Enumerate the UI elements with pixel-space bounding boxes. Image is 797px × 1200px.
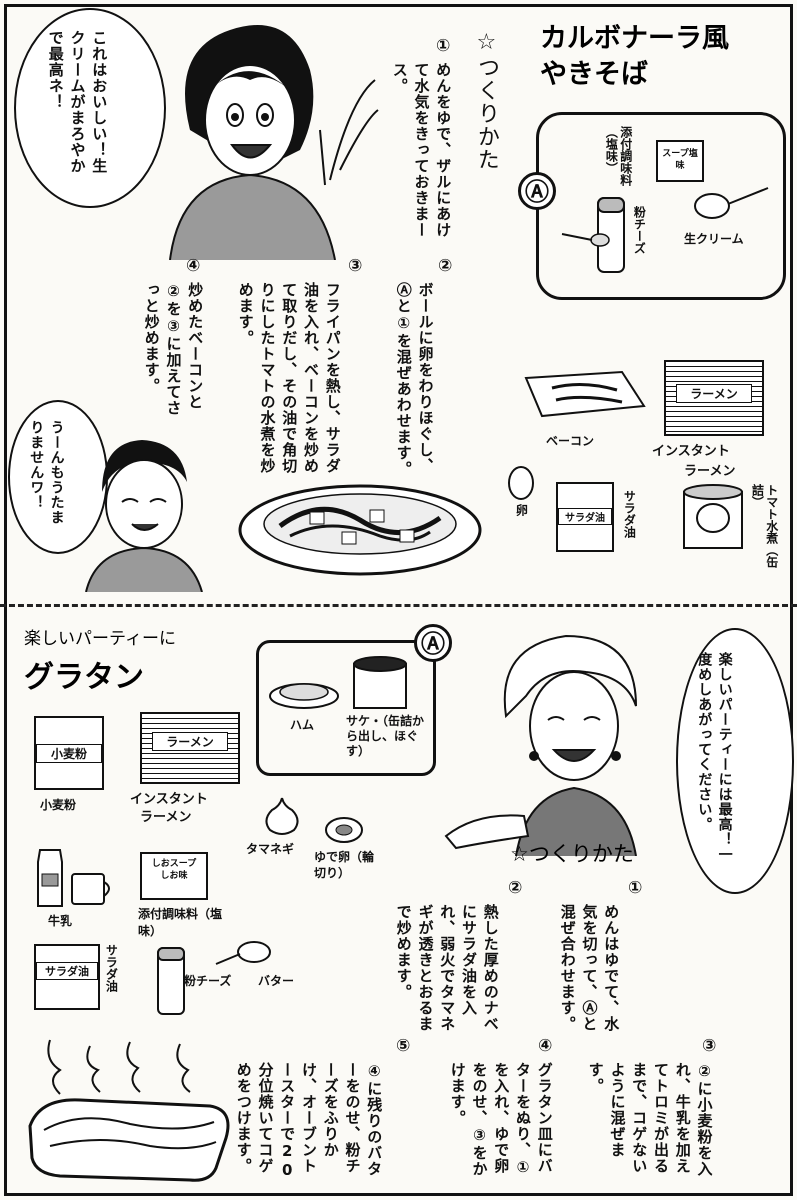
step-number: ② <box>508 878 523 898</box>
salad-oil-can-icon: サラダ油 <box>556 482 614 552</box>
step-text: ボールに卵をわりほぐし、Ⓐと①を混ぜあわせます。 <box>394 282 435 477</box>
salmon-label: サケ・（缶詰から出し、ほぐす） <box>346 714 425 758</box>
a-mark-top: Ⓐ <box>518 172 556 210</box>
speech-bubble-mid-text: うーんもうたまりませんワ！ <box>28 420 65 525</box>
step-text: 熱した厚めのナベにサラダ油を入れ、弱火でタマネギが透きとおるまで炒めます。 <box>394 904 500 1032</box>
instant-ramen-label-bottom-1: インスタント <box>130 792 208 807</box>
flour-can-label: 小麦粉 <box>36 744 102 763</box>
howto-heading-bottom: ☆つくりかた <box>510 842 634 866</box>
soup-packet-label-bottom: しおスープしお味 <box>151 859 197 881</box>
soup-packet-icon-bottom: しおスープしお味 <box>140 852 208 900</box>
step-text: ②に小麦粉を入れ、牛乳を加えてトロミが出るまで、コゲないように混ぜます。 <box>586 1062 714 1177</box>
onion-icon <box>265 797 299 835</box>
soup-packet-label: スープ塩味 <box>662 149 698 171</box>
page-border <box>4 4 793 1196</box>
ham-label: ハム <box>290 718 315 732</box>
woman-illustration-top <box>169 25 379 260</box>
step-number: ① <box>436 36 451 56</box>
butter-label: バター <box>258 974 295 988</box>
boiled-egg-label: ゆで卵（輪切り） <box>314 850 375 880</box>
spoon-icon <box>561 233 610 247</box>
gratin-subtitle: 楽しいパーティーに <box>24 629 176 649</box>
step-number: ③ <box>702 1036 717 1056</box>
flour-label: 小麦粉 <box>40 798 77 812</box>
salad-oil-label: サラダ油 <box>622 490 637 538</box>
woman-illustration-mid <box>85 440 203 592</box>
tomato-label: トマト水煮（缶詰） <box>750 484 779 568</box>
pasta-plate-illustration <box>238 484 482 576</box>
speech-bubble-top: これはおいしい！生クリームがまろやかで最高ネ！ <box>14 8 166 208</box>
milk-bottle-icon <box>37 849 110 907</box>
step-text: グラタン皿にバターをぬり、①を入れ、ゆで卵をのせ、③をかけます。 <box>448 1062 554 1177</box>
egg-label: 卵 <box>514 504 529 516</box>
a-mark-bottom: Ⓐ <box>414 624 452 662</box>
tomato-can-icon <box>683 484 743 549</box>
ramen-pack-icon-bottom: ラーメン <box>140 712 240 784</box>
speech-bubble-text: これはおいしい！生クリームがまろやかで最高ネ！ <box>46 30 109 174</box>
speech-bubble-mid: うーんもうたまりませんワ！ <box>8 400 108 554</box>
gratin-title: グラタン <box>24 660 144 695</box>
instant-ramen-label-bottom-2: ラーメン <box>140 810 192 825</box>
section-divider <box>0 604 797 607</box>
step-text: めんをゆで、ザルにあけて水気をきっておきまース。 <box>390 62 453 238</box>
ramen-pack-label: ラーメン <box>676 384 752 403</box>
woman-illustration-bottom <box>444 634 637 856</box>
salmon-can-icon <box>353 656 407 709</box>
cream-spoon-icon <box>694 187 769 219</box>
bacon-icon <box>524 370 646 418</box>
step-number: ① <box>628 878 643 898</box>
recipe-title-1: カルボナーラ風 <box>540 23 729 54</box>
onion-label: タマネギ <box>246 842 295 856</box>
step-text: フライパンを熱し、サラダ油を入れ、ベーコンを炒めて取りだし、その油で角切りにした… <box>236 282 342 474</box>
salad-oil-can-label-bottom: サラダ油 <box>36 962 98 980</box>
ramen-pack-label-bottom: ラーメン <box>152 732 228 751</box>
milk-label: 牛乳 <box>48 914 73 928</box>
salad-oil-label-bottom: サラダ油 <box>104 944 119 992</box>
cream-label: 生クリーム <box>684 232 744 246</box>
step-number: ④ <box>538 1036 553 1056</box>
soup-packet-icon: スープ塩味 <box>656 140 704 182</box>
boiled-egg-icon <box>325 817 363 843</box>
step-number: ② <box>438 256 453 276</box>
bacon-label: ベーコン <box>546 434 595 448</box>
ingredient-box-a-bottom <box>256 640 436 776</box>
step-number: ③ <box>348 256 363 276</box>
step-number: ④ <box>186 256 201 276</box>
instant-ramen-label-2: ラーメン <box>684 464 736 479</box>
step-text: ④に残りのバターをのせ、粉チーズをふりかけ、オーブントースターで20分位焼いてコ… <box>234 1062 384 1180</box>
gratin-dish-illustration <box>28 1039 230 1182</box>
egg-icon <box>508 466 534 500</box>
instant-ramen-label-1: インスタント <box>652 444 730 459</box>
cheese-label-bottom: 粉チーズ <box>184 974 232 988</box>
ham-icon <box>269 683 339 709</box>
salad-oil-can-icon-bottom: サラダ油 <box>34 944 100 1010</box>
seasoning-label-bottom: 添付調味料（塩味） <box>138 907 223 938</box>
step-number: ⑤ <box>396 1036 411 1056</box>
step-text: 炒めたベーコンと②を③に加えてさっと炒めます。 <box>142 282 205 416</box>
howto-heading-top: ☆つくりかた <box>473 30 499 171</box>
step-text: めんはゆでて、水気を切って、Ⓐと混ぜ合わせます。 <box>558 904 621 1032</box>
recipe-title-2: やきそば <box>540 59 648 90</box>
seasoning-label: 添付調味料（塩味） <box>604 126 633 186</box>
cheese-label: 粉チーズ <box>632 206 647 254</box>
speech-bubble-bottom-text: 楽しいパーティーには最高！一度めしあがってください。 <box>696 652 733 862</box>
cheese-shaker-icon-bottom <box>157 947 185 1015</box>
butter-spoon-icon <box>215 941 271 965</box>
speech-bubble-bottom: 楽しいパーティーには最高！一度めしあがってください。 <box>676 628 794 894</box>
salad-oil-can-label: サラダ油 <box>558 508 612 525</box>
flour-can-icon: 小麦粉 <box>34 716 104 790</box>
cheese-shaker-icon <box>597 197 625 273</box>
ramen-pack-icon: ラーメン <box>664 360 764 436</box>
